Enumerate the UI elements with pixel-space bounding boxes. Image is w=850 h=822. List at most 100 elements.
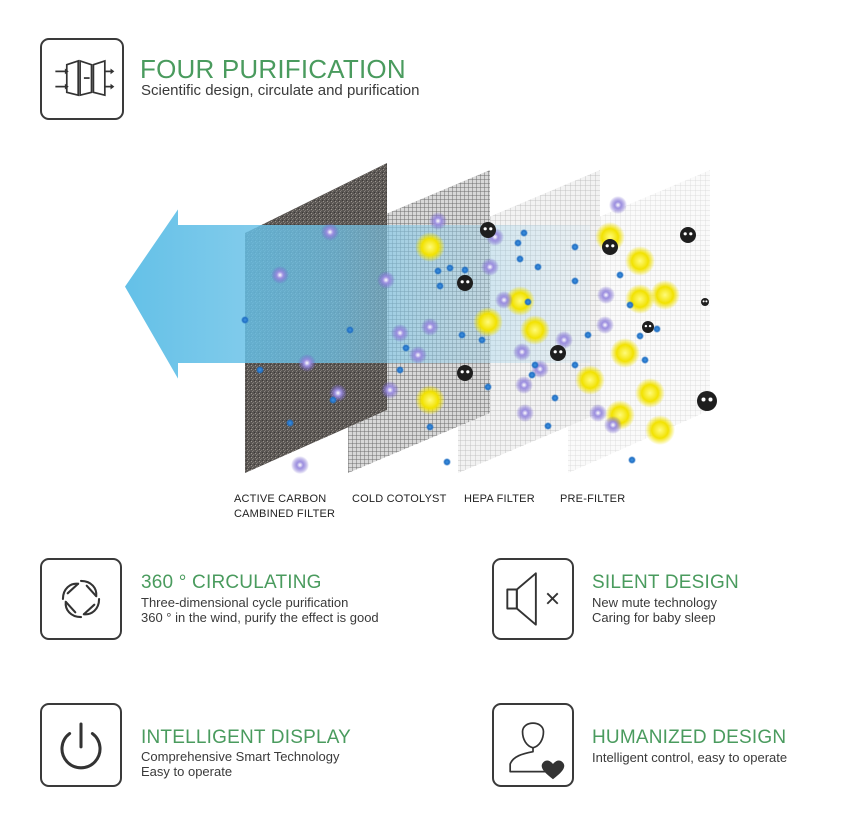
feature-display-line1: Comprehensive Smart Technology — [141, 749, 340, 764]
pollutant-purple-particle — [291, 456, 309, 474]
pollutant-blue-particle — [520, 229, 528, 237]
pollutant-yellow-particle — [625, 246, 655, 276]
pollutant-yellow-particle — [415, 385, 445, 415]
dust-particle-eye — [483, 227, 487, 231]
pollutant-blue-particle — [528, 371, 536, 379]
pollutant-purple-particle — [481, 258, 499, 276]
person-heart-icon — [509, 722, 565, 780]
dust-particle — [642, 321, 654, 333]
pollutant-blue-particle — [531, 361, 539, 369]
pollutant-blue-particle — [443, 458, 451, 466]
pollutant-purple-particle — [596, 316, 614, 334]
pollutant-purple-particle — [609, 196, 627, 214]
pollutant-blue-particle — [571, 277, 579, 285]
mute-speaker-icon — [506, 572, 559, 626]
dust-particle-eye — [605, 244, 609, 248]
pollutant-blue-particle — [436, 282, 444, 290]
pollutant-blue-particle — [256, 366, 264, 374]
pollutant-yellow-particle — [505, 286, 535, 316]
pollutant-blue-particle — [516, 255, 524, 263]
pollutant-purple-particle — [321, 223, 339, 241]
dust-particle-eye — [559, 350, 563, 354]
dust-particle-eye — [611, 244, 615, 248]
feature-circulating-line1: Three-dimensional cycle purification — [141, 595, 349, 610]
pollutant-yellow-particle — [473, 307, 503, 337]
pollutant-blue-particle — [346, 326, 354, 334]
pollutant-blue-particle — [434, 267, 442, 275]
pollutant-blue-particle — [584, 331, 592, 339]
circulating-icon-box — [40, 558, 122, 640]
pollutant-yellow-particle — [635, 378, 665, 408]
pollutant-blue-particle — [636, 332, 644, 340]
four-stage-filter-icon — [55, 59, 115, 97]
four-stage-filter-icon-box — [40, 38, 124, 120]
dust-particle — [602, 239, 618, 255]
label-pre-filter: PRE-FILTER — [560, 493, 626, 505]
feature-humanized-line1: Intelligent control, easy to operate — [592, 750, 788, 765]
feature-display-title: INTELLIGENT DISPLAY — [141, 727, 352, 748]
dust-particle-eye — [466, 370, 470, 374]
pollutant-blue-particle — [524, 298, 532, 306]
pollutant-yellow-particle — [520, 315, 550, 345]
pollutant-blue-particle — [426, 423, 434, 431]
pollutant-blue-particle — [534, 263, 542, 271]
dust-particle-eye — [689, 232, 693, 236]
label-activated-carbon: ACTIVE CARBON CAMBINED FILTER — [234, 492, 335, 522]
pollutant-purple-particle — [604, 416, 622, 434]
circulating-fan-icon — [61, 579, 101, 619]
pollutant-yellow-particle — [645, 415, 675, 445]
pollutant-blue-particle — [241, 316, 249, 324]
airflow-arrow — [125, 209, 590, 379]
pollutant-blue-particle — [653, 325, 661, 333]
pollutant-blue-particle — [458, 331, 466, 339]
dust-particle-eye — [701, 397, 706, 402]
display-icon-box — [40, 703, 122, 787]
particles-group — [241, 196, 717, 474]
pollutant-purple-particle — [555, 331, 573, 349]
dust-particle-eye — [708, 397, 713, 402]
pollutant-purple-particle — [381, 381, 399, 399]
dust-particle-eye — [553, 350, 557, 354]
dust-particle — [480, 222, 496, 238]
filter-layers-diagram — [125, 163, 717, 474]
dust-particle — [550, 345, 566, 361]
pollutant-blue-particle — [514, 239, 522, 247]
pollutant-blue-particle — [286, 419, 294, 427]
feature-circulating-line2: 360 ° in the wind, purify the effect is … — [141, 610, 379, 625]
heart-shape — [541, 760, 565, 780]
dust-particle-eye — [702, 300, 705, 303]
feature-silent-line1: New mute technology — [592, 595, 718, 610]
label-activated-carbon-line1: ACTIVE CARBON — [234, 493, 327, 505]
pollutant-purple-particle — [597, 286, 615, 304]
pollutant-blue-particle — [571, 361, 579, 369]
pollutant-purple-particle — [516, 404, 534, 422]
pollutant-yellow-particle — [625, 284, 655, 314]
pollutant-blue-particle — [616, 271, 624, 279]
pollutant-blue-particle — [396, 366, 404, 374]
dust-particle — [457, 365, 473, 381]
pollutant-purple-particle — [391, 324, 409, 342]
label-cold-catalyst: COLD COTOLYST — [352, 493, 447, 505]
dust-particle — [457, 275, 473, 291]
feature-humanized-title: HUMANIZED DESIGN — [592, 727, 787, 748]
pollutant-yellow-particle — [415, 232, 445, 262]
pollutant-blue-particle — [571, 243, 579, 251]
pollutant-purple-particle — [271, 266, 289, 284]
power-icon — [60, 722, 102, 770]
silent-icon-box — [492, 558, 574, 640]
feature-silent-title: SILENT DESIGN — [592, 572, 739, 593]
dust-particle — [680, 227, 696, 243]
pollutant-purple-particle — [409, 346, 427, 364]
pollutant-blue-particle — [544, 422, 552, 430]
pollutant-blue-particle — [628, 456, 636, 464]
pollutant-purple-particle — [421, 318, 439, 336]
pollutant-purple-particle — [513, 343, 531, 361]
pollutant-blue-particle — [641, 356, 649, 364]
pollutant-blue-particle — [626, 301, 634, 309]
pollutant-blue-particle — [402, 344, 410, 352]
pollutant-yellow-particle — [650, 280, 680, 310]
label-hepa-filter: HEPA FILTER — [464, 493, 535, 505]
pollutant-blue-particle — [446, 264, 454, 272]
pollutant-blue-particle — [478, 336, 486, 344]
label-activated-carbon-line2: CAMBINED FILTER — [234, 508, 336, 520]
